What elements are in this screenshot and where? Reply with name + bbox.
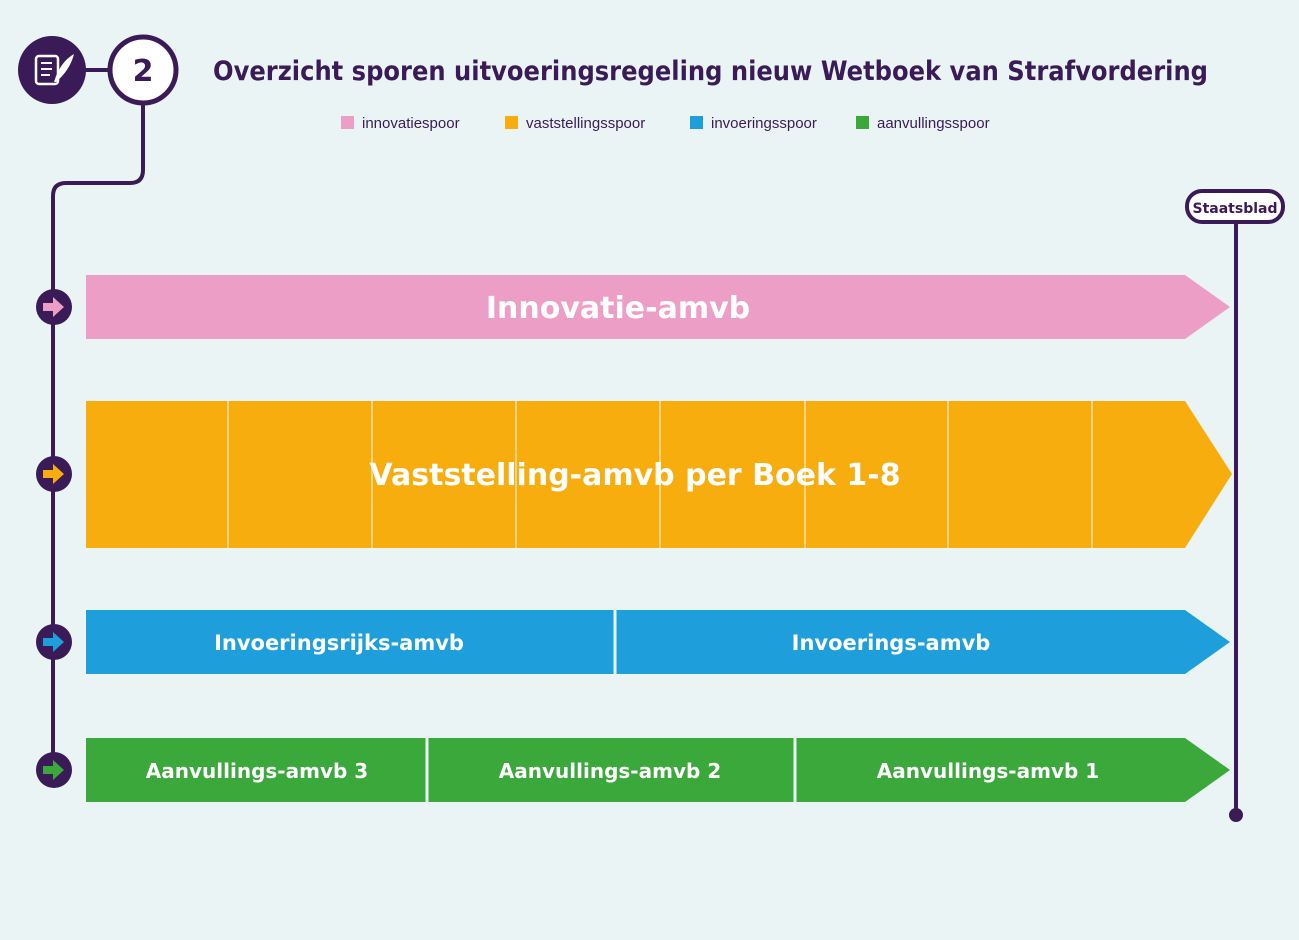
legend-swatch-aanvulling: [856, 116, 869, 129]
book-dividers: [227, 401, 1093, 548]
page-title: Overzicht sporen uitvoeringsregeling nie…: [213, 56, 1208, 87]
legend: innovatiespoor vaststellingsspoor invoer…: [341, 115, 990, 132]
aanvulling-1-label: Aanvullings-amvb 1: [877, 759, 1099, 783]
legend-swatch-invoering: [690, 116, 703, 129]
legend-label: invoeringsspoor: [711, 115, 817, 132]
innovatie-label: Innovatie-amvb: [486, 291, 750, 326]
aanvulling-3-label: Aanvullings-amvb 3: [146, 759, 368, 783]
legend-swatch-vaststelling: [505, 116, 518, 129]
timeline-line: [51, 100, 145, 770]
invoering-bar: [86, 610, 1230, 674]
arrow-right-icon: [36, 456, 72, 492]
step-number: 2: [133, 54, 154, 89]
staatsblad-pill: [1185, 189, 1285, 224]
vaststelling-label: Vaststelling-amvb per Boek 1-8: [369, 458, 900, 493]
legend-swatch-innovatie: [341, 116, 354, 129]
step-number-badge: 2: [107, 34, 179, 106]
aanvulling-bar: [86, 738, 1230, 802]
track-vaststelling: Vaststelling-amvb per Boek 1-8: [86, 401, 1232, 548]
track-aanvulling: Aanvullings-amvb 3 Aanvullings-amvb 2 Aa…: [86, 738, 1230, 802]
legend-label: aanvullingsspoor: [877, 115, 990, 132]
staatsblad-label: Staatsblad: [1193, 201, 1278, 217]
staatsblad-end-dot: [1229, 808, 1243, 822]
arrow-right-icon: [36, 752, 72, 788]
arrow-right-icon: [36, 289, 72, 325]
arrow-right-icon: [36, 624, 72, 660]
track-invoering: Invoeringsrijks-amvb Invoerings-amvb: [86, 610, 1230, 674]
invoeringsrijks-label: Invoeringsrijks-amvb: [214, 631, 464, 655]
scroll-quill-icon: [18, 36, 86, 104]
aanvulling-2-label: Aanvullings-amvb 2: [499, 759, 721, 783]
innovatie-bar: [86, 275, 1230, 339]
track-innovatie: Innovatie-amvb: [86, 275, 1230, 339]
legend-label: vaststellingsspoor: [526, 115, 645, 132]
legend-label: innovatiespoor: [362, 115, 460, 132]
invoerings-label: Invoerings-amvb: [792, 631, 991, 655]
